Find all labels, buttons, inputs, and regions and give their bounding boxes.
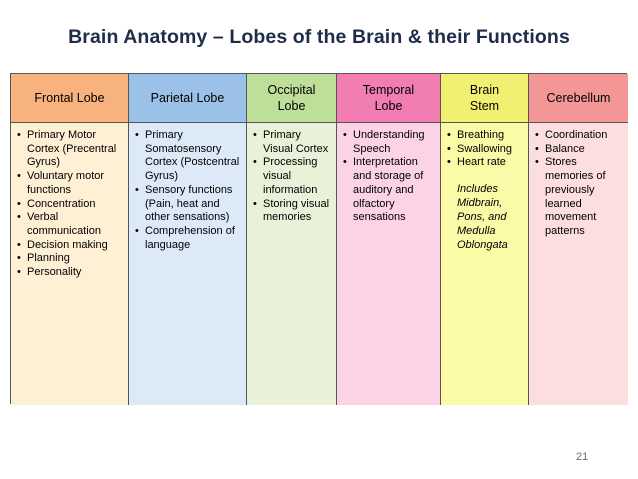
body-occipital-lobe: Primary Visual CortexProcessing visual i… — [247, 123, 337, 405]
function-item: Concentration — [17, 198, 124, 212]
function-item: Balance — [535, 143, 624, 157]
header-label: Parietal Lobe — [150, 91, 225, 105]
body-brain-stem: BreathingSwallowingHeart rate Includes M… — [441, 123, 529, 405]
header-label: Temporal Lobe — [362, 83, 415, 113]
function-item: Processing visual information — [253, 156, 332, 197]
function-item: Heart rate — [447, 156, 524, 170]
header-temporal-lobe: Temporal Lobe — [337, 74, 441, 123]
function-list: Understanding SpeechInterpretation and s… — [343, 129, 436, 225]
function-item: Storing visual memories — [253, 198, 332, 225]
body-temporal-lobe: Understanding SpeechInterpretation and s… — [337, 123, 441, 405]
function-item: Verbal communication — [17, 211, 124, 238]
function-item: Coordination — [535, 129, 624, 143]
header-occipital-lobe: Occipital Lobe — [247, 74, 337, 123]
function-item: Sensory functions (Pain, heat and other … — [135, 184, 242, 225]
header-brain-stem: Brain Stem — [441, 74, 529, 123]
function-list: Primary Visual CortexProcessing visual i… — [253, 129, 332, 225]
header-parietal-lobe: Parietal Lobe — [129, 74, 247, 123]
function-item: Decision making — [17, 239, 124, 253]
function-item: Comprehension of language — [135, 225, 242, 252]
header-label: Brain Stem — [469, 83, 500, 113]
function-item: Planning — [17, 252, 124, 266]
body-cerebellum: CoordinationBalanceStores memories of pr… — [529, 123, 628, 405]
header-label: Cerebellum — [546, 91, 611, 105]
function-item: Primary Motor Cortex (Precentral Gyrus) — [17, 129, 124, 170]
function-item: Interpretation and storage of auditory a… — [343, 156, 436, 225]
function-list: BreathingSwallowingHeart rate — [447, 129, 524, 170]
function-list: Primary Motor Cortex (Precentral Gyrus)V… — [17, 129, 124, 280]
function-list: CoordinationBalanceStores memories of pr… — [535, 129, 624, 239]
header-cerebellum: Cerebellum — [529, 74, 628, 123]
function-item: Primary Visual Cortex — [253, 129, 332, 156]
page-number: 21 — [576, 451, 589, 463]
body-frontal-lobe: Primary Motor Cortex (Precentral Gyrus)V… — [11, 123, 129, 405]
function-item: Stores memories of previously learned mo… — [535, 156, 624, 238]
header-frontal-lobe: Frontal Lobe — [11, 74, 129, 123]
header-label: Occipital Lobe — [267, 83, 316, 113]
body-parietal-lobe: Primary Somatosensory Cortex (Postcentra… — [129, 123, 247, 405]
function-item: Voluntary motor functions — [17, 170, 124, 197]
function-item: Primary Somatosensory Cortex (Postcentra… — [135, 129, 242, 184]
slide-title: Brain Anatomy – Lobes of the Brain & the… — [68, 26, 570, 48]
function-list: Primary Somatosensory Cortex (Postcentra… — [135, 129, 242, 252]
lobes-table: Frontal Lobe Parietal Lobe Occipital Lob… — [10, 73, 628, 405]
function-item: Personality — [17, 266, 124, 280]
brain-stem-note: Includes Midbrain, Pons, and Medulla Obl… — [457, 183, 508, 252]
function-item: Breathing — [447, 129, 524, 143]
function-item: Swallowing — [447, 143, 524, 157]
function-item: Understanding Speech — [343, 129, 436, 156]
header-label: Frontal Lobe — [34, 91, 105, 105]
